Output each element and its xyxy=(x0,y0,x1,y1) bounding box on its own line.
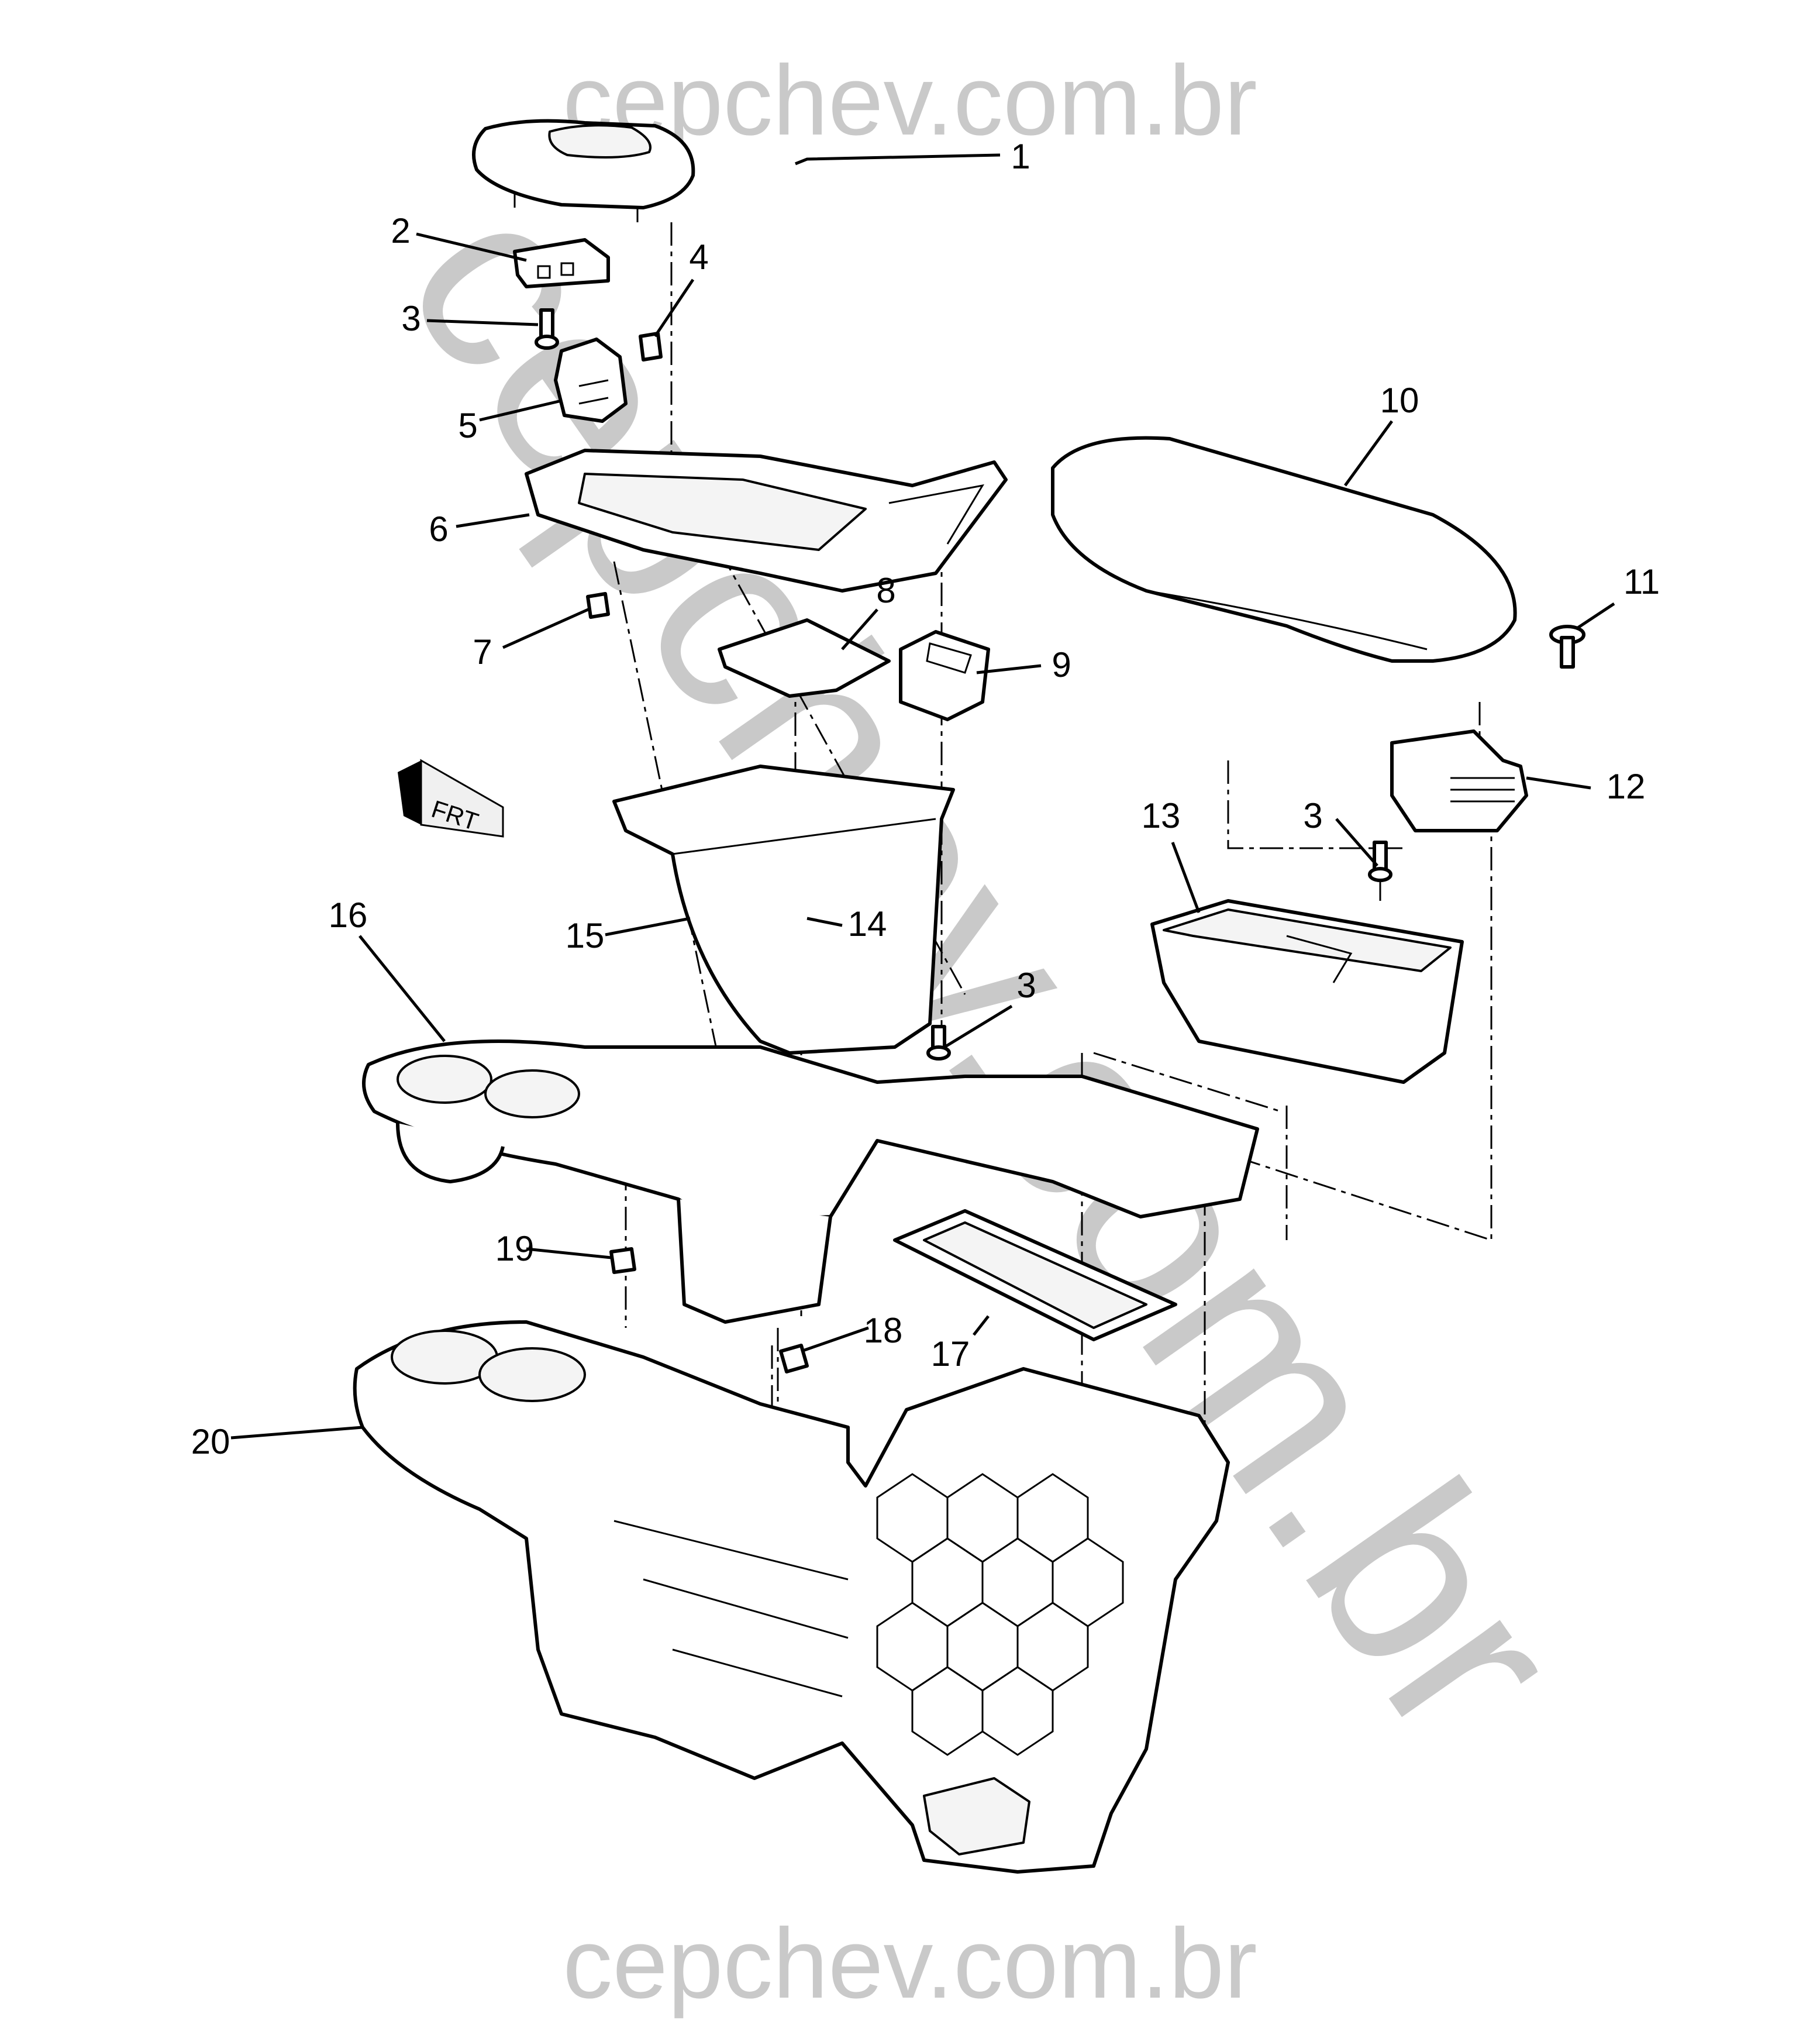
callout-17: 17 xyxy=(931,1334,970,1373)
part-15-bracket-bin xyxy=(612,765,955,1055)
callout-16: 16 xyxy=(329,896,368,935)
callout-8: 8 xyxy=(876,571,895,610)
part-8-insert-mat xyxy=(718,618,891,698)
callout-2: 2 xyxy=(391,211,410,250)
callout-10: 10 xyxy=(1380,381,1419,420)
callout-1: 1 xyxy=(1011,137,1030,176)
part-9-usb-module xyxy=(899,630,990,721)
callout-20: 20 xyxy=(191,1422,230,1461)
part-4-clip xyxy=(639,332,663,362)
watermark-bottom: cepchev.com.br xyxy=(563,1908,1257,2019)
callout-3-lower: 3 xyxy=(1016,966,1036,1005)
part-6-trim-plate xyxy=(525,449,1008,593)
callout-19: 19 xyxy=(495,1229,535,1268)
callout-7: 7 xyxy=(473,632,492,672)
callout-15: 15 xyxy=(566,916,605,955)
callout-11: 11 xyxy=(1623,562,1660,601)
orientation-marker: FRT xyxy=(398,759,504,838)
callout-5: 5 xyxy=(458,406,477,445)
part-20-console-lower xyxy=(353,1320,1230,1874)
part-17-tray xyxy=(893,1209,1177,1341)
callout-numbers: 1 2 3 4 5 6 7 8 9 10 11 12 3 13 14 15 16… xyxy=(191,137,1660,1461)
part-2-switch-bracket xyxy=(513,238,610,288)
honeycomb-panel xyxy=(876,1473,1124,1756)
part-3-screw-upper xyxy=(535,308,559,350)
callout-18: 18 xyxy=(864,1311,903,1350)
callout-14: 14 xyxy=(848,904,887,944)
part-13-storage-bin xyxy=(1150,899,1464,1084)
callout-6: 6 xyxy=(429,510,448,549)
part-3-screw-lower xyxy=(926,1025,951,1061)
callout-4: 4 xyxy=(689,237,708,277)
callout-9: 9 xyxy=(1052,645,1071,684)
part-10-armrest-lid xyxy=(1051,436,1517,663)
leader-lines xyxy=(230,153,1615,1440)
part-18-clip xyxy=(779,1344,809,1373)
part-1-shift-bezel xyxy=(472,119,695,222)
part-12-hinge xyxy=(1390,729,1528,832)
part-5-switch xyxy=(554,338,628,423)
callout-13: 13 xyxy=(1142,796,1181,835)
part-16-console-upper xyxy=(362,1039,1259,1324)
callout-12: 12 xyxy=(1607,767,1646,806)
part-19-clip xyxy=(609,1247,636,1274)
callout-3-right: 3 xyxy=(1303,796,1322,835)
part-11-screw xyxy=(1549,625,1585,669)
part-7-clip xyxy=(586,592,610,619)
front-arrow-icon xyxy=(398,760,421,825)
callout-3-upper: 3 xyxy=(401,299,420,338)
